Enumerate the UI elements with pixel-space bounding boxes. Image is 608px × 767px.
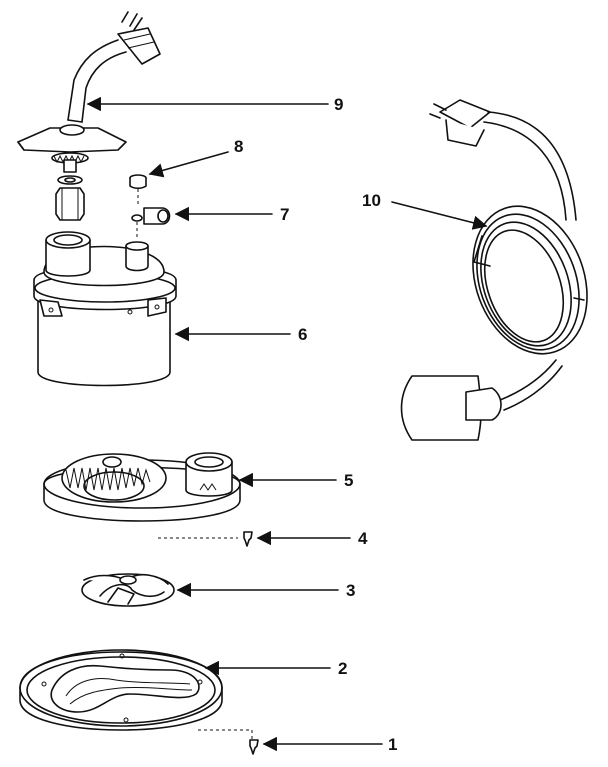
callout-4: 4 xyxy=(358,529,368,548)
callout-9: 9 xyxy=(334,95,343,114)
part-6-motor-housing xyxy=(33,231,177,387)
callout-6: 6 xyxy=(298,325,307,344)
part-4-screw xyxy=(158,531,253,547)
part-3-impeller xyxy=(81,573,175,607)
callout-1: 1 xyxy=(388,735,397,754)
callout-3: 3 xyxy=(346,581,355,600)
part-2-bottom-plate xyxy=(19,649,223,731)
callout-2: 2 xyxy=(338,659,347,678)
callout-8: 8 xyxy=(234,137,243,156)
part-8-screw xyxy=(129,174,147,205)
part-9-cord-grommet xyxy=(17,11,161,221)
callout-5: 5 xyxy=(344,471,353,490)
part-10-power-cord-float xyxy=(400,99,588,441)
part-7-cord-clamp xyxy=(131,207,171,238)
leader-10 xyxy=(391,201,488,230)
part-5-volute-base xyxy=(43,452,241,522)
part-1-screw xyxy=(198,729,259,755)
leader-8 xyxy=(148,151,229,178)
callout-7: 7 xyxy=(280,205,289,224)
callout-10: 10 xyxy=(362,191,381,210)
